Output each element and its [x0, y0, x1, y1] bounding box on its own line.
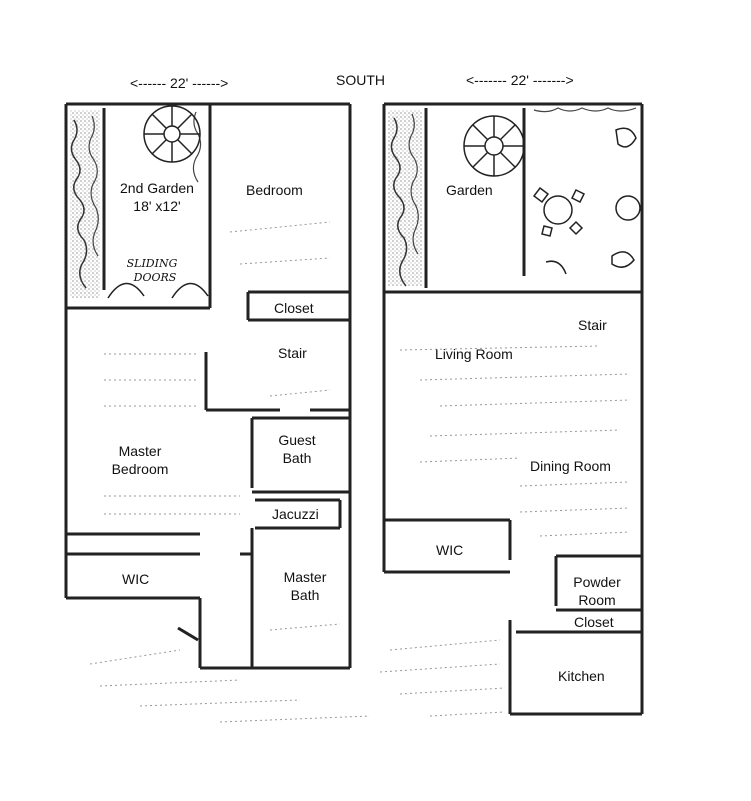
- guest-bath-label-2: Bath: [282, 450, 312, 466]
- lower-floor-walls: [382, 102, 644, 716]
- powder-room-label-1: Powder: [573, 574, 621, 590]
- kitchen-label: Kitchen: [558, 668, 605, 684]
- upper-garden-size: 18' x12': [133, 198, 181, 214]
- jacuzzi-label: Jacuzzi: [272, 506, 319, 522]
- upper-garden-name: 2nd Garden: [120, 180, 194, 196]
- lower-dotted-guides: [379, 345, 631, 717]
- master-bath-label-1: Master: [283, 569, 327, 585]
- living-room-label: Living Room: [435, 346, 513, 362]
- right-width-dimension: <------- 22' ------->: [466, 72, 574, 88]
- powder-room-label-2: Room: [578, 592, 616, 608]
- guest-bath-label-1: Guest: [278, 432, 316, 448]
- lower-stair-label: Stair: [578, 317, 607, 333]
- lower-spiral-stair: [463, 115, 525, 177]
- sliding-doors-label-1: SLIDING: [126, 257, 178, 270]
- upper-sliding-door-arcs: [107, 282, 209, 299]
- compass-label: SOUTH: [336, 72, 385, 88]
- upper-spiral-stair: [143, 105, 201, 163]
- upper-wic-label: WIC: [122, 571, 150, 587]
- lower-closet-label: Closet: [574, 614, 614, 630]
- bedroom-label: Bedroom: [246, 182, 303, 198]
- lower-garden-label: Garden: [446, 182, 493, 198]
- upper-floor-walls: [64, 102, 352, 670]
- lower-wic-label: WIC: [436, 542, 464, 558]
- master-bath-label-2: Bath: [290, 587, 320, 603]
- left-width-dimension: <------ 22' ------>: [130, 75, 229, 91]
- lower-garden-planting: [388, 107, 637, 287]
- upper-dotted-guides: [89, 221, 371, 723]
- upper-closet-label: Closet: [274, 300, 314, 316]
- upper-garden-planting: [70, 110, 202, 298]
- sliding-doors-label-2: DOORS: [133, 271, 177, 284]
- master-bedroom-label-1: Master: [118, 443, 162, 459]
- dining-room-label: Dining Room: [530, 458, 611, 474]
- lower-patio-furniture: [532, 127, 641, 275]
- master-bedroom-label-2: Bedroom: [111, 461, 169, 477]
- upper-stair-label: Stair: [278, 345, 307, 361]
